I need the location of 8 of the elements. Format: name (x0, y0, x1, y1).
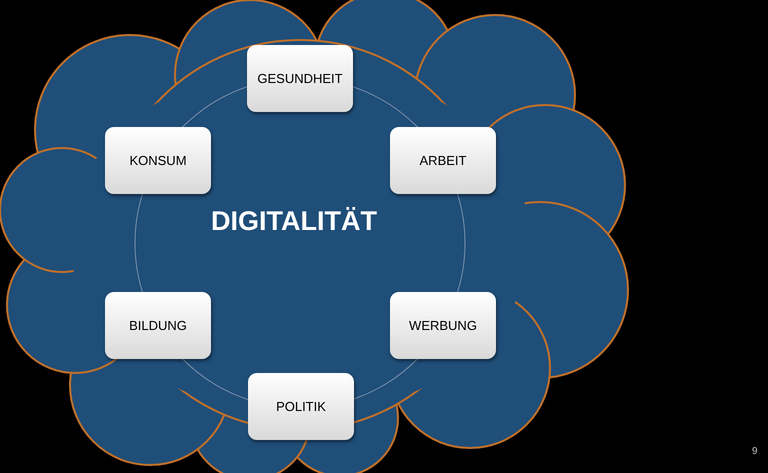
topic-box: BILDUNG (105, 292, 211, 359)
topic-box: KONSUM (105, 127, 211, 194)
topic-box: GESUNDHEIT (247, 45, 353, 112)
topic-box: WERBUNG (390, 292, 496, 359)
title-text: DIGITALITÄT (211, 206, 377, 237)
topic-box: POLITIK (248, 373, 354, 440)
topic-box: ARBEIT (390, 127, 496, 194)
page-number: 9 (752, 446, 758, 457)
